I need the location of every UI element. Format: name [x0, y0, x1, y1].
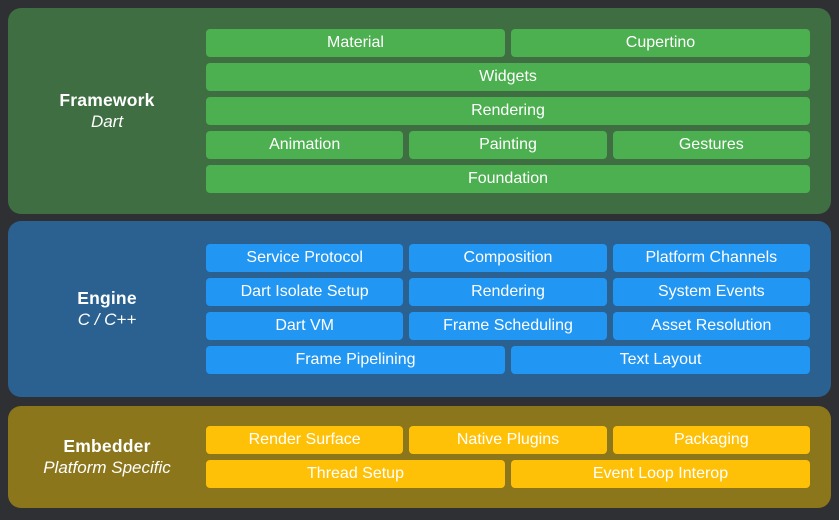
- diagram-box-packaging: Packaging: [612, 426, 810, 454]
- diagram-box-render-surface: Render Surface: [206, 426, 404, 454]
- diagram-box-system-events: System Events: [612, 278, 810, 306]
- diagram-box-native-plugins: Native Plugins: [409, 426, 607, 454]
- diagram-box-cupertino: Cupertino: [510, 29, 810, 57]
- diagram-box-asset-resolution: Asset Resolution: [612, 312, 810, 340]
- diagram-box-service-protocol: Service Protocol: [206, 244, 404, 272]
- framework-label-area: Framework Dart: [8, 8, 206, 214]
- layer-title: Framework: [59, 90, 155, 110]
- diagram-box-animation: Animation: [206, 131, 404, 159]
- diagram-box-dart-vm: Dart VM: [206, 312, 404, 340]
- diagram-box-frame-pipelining: Frame Pipelining: [206, 346, 505, 374]
- diagram-box-platform-channels: Platform Channels: [612, 244, 810, 272]
- diagram-box-widgets: Widgets: [206, 63, 810, 91]
- diagram-box-text-layout: Text Layout: [510, 346, 810, 374]
- diagram-box-composition: Composition: [409, 244, 607, 272]
- diagram-box-painting: Painting: [409, 131, 607, 159]
- layer-subtitle: Dart: [90, 112, 124, 131]
- engine-label-area: Engine C / C++: [8, 221, 206, 397]
- diagram-box-event-loop-interop: Event Loop Interop: [510, 460, 810, 488]
- layer-subtitle: C / C++: [77, 310, 137, 329]
- layer-title: Embedder: [63, 436, 151, 456]
- layer-title: Engine: [77, 288, 137, 308]
- embedder-layer: Embedder Platform Specific Render Surfac…: [8, 406, 831, 508]
- diagram-box-rendering: Rendering: [206, 97, 810, 125]
- embedder-label-area: Embedder Platform Specific: [8, 406, 206, 508]
- diagram-box-dart-isolate-setup: Dart Isolate Setup: [206, 278, 404, 306]
- diagram-box-foundation: Foundation: [206, 165, 810, 193]
- diagram-box-gestures: Gestures: [612, 131, 810, 159]
- diagram-box-frame-scheduling: Frame Scheduling: [409, 312, 607, 340]
- diagram-box-thread-setup: Thread Setup: [206, 460, 505, 488]
- diagram-box-rendering: Rendering: [409, 278, 607, 306]
- diagram-box-material: Material: [206, 29, 505, 57]
- layer-subtitle: Platform Specific: [43, 458, 171, 477]
